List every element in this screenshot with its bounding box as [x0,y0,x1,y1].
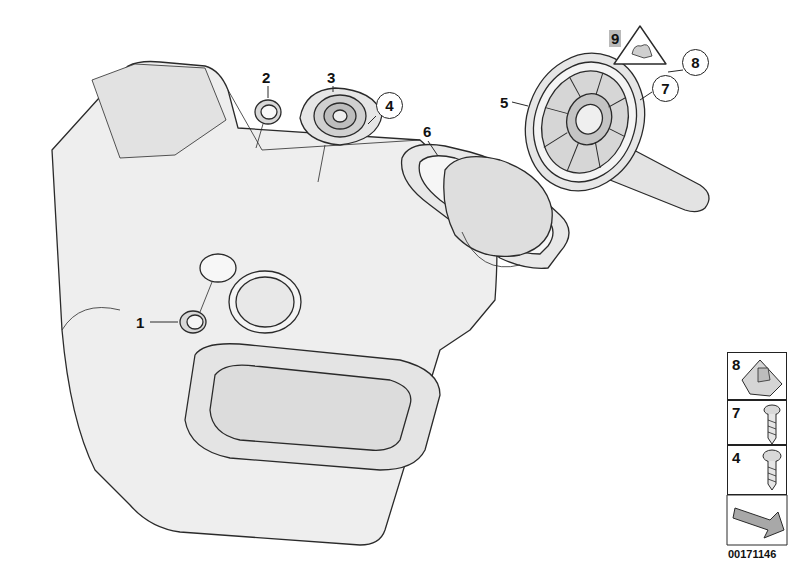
callout-number: 3 [327,70,335,85]
callout-number: 8 [691,55,699,70]
callout-number: 9 [609,30,621,47]
callout-number: 2 [262,70,270,85]
diagram-number: 00171146 [728,549,776,560]
legend-inset-box: 4 [727,445,787,495]
callout-number: 7 [732,405,740,420]
legend-inset-box: 8 [727,352,787,400]
callout-circle: 7 [652,75,679,102]
callout-number: 6 [423,124,431,139]
callout-number: 5 [500,95,508,110]
callout-circle: 4 [376,92,403,119]
callout-circle: 8 [682,49,709,76]
callout-number: 1 [136,315,144,330]
legend-inset-box: 7 [727,400,787,445]
callout-number: 4 [385,98,393,113]
callout-number: 4 [732,450,740,465]
callout-number: 7 [661,81,669,96]
callout-number: 8 [732,357,740,372]
